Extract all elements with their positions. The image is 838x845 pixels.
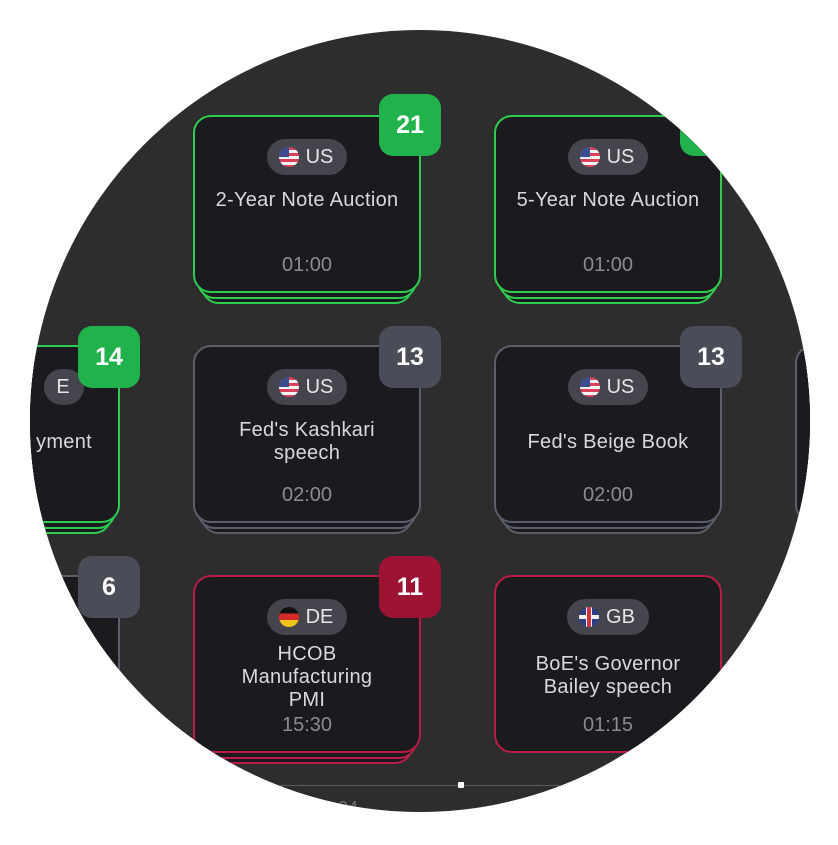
country-chip: GB [567, 599, 649, 635]
country-chip: E [44, 369, 84, 405]
country-chip: US [567, 369, 649, 405]
country-code: US [305, 145, 334, 168]
event-card-boe-bailey[interactable]: GB BoE's Governor Bailey speech 01:15 [494, 575, 722, 753]
impact-badge [680, 94, 742, 156]
event-card-kashkari[interactable]: US Fed's Kashkari speech 02:00 [193, 345, 421, 534]
us-flag-icon [278, 147, 299, 167]
impact-badge: 21 [379, 94, 441, 156]
country-chip: US [266, 139, 348, 175]
impact-badge: 13 [680, 326, 742, 388]
event-time: 01:15 [582, 714, 634, 736]
event-time: 02:00 [582, 484, 634, 506]
partial-date-label: 24 [338, 798, 359, 812]
event-time: 02:00 [281, 484, 333, 506]
event-card-5yr-note[interactable]: US 5-Year Note Auction 01:00 [494, 115, 722, 304]
country-code: US [606, 145, 635, 168]
timeline-marker [458, 782, 464, 788]
event-title: 5-Year Note Auction [516, 189, 700, 211]
calendar-viewport: US 2-Year Note Auction 01:00 21 US 5-Yea… [30, 30, 810, 812]
impact-badge: 14 [78, 326, 140, 388]
event-title: yment [36, 431, 92, 453]
impact-badge: 13 [379, 326, 441, 388]
us-flag-icon [579, 147, 600, 167]
event-card-2yr-note[interactable]: US 2-Year Note Auction 01:00 [193, 115, 421, 304]
gb-flag-icon [579, 607, 600, 627]
country-code: E [56, 375, 70, 398]
country-code: US [305, 375, 334, 398]
event-title: BoE's Governor Bailey speech [535, 653, 681, 698]
country-chip: DE [266, 599, 348, 635]
event-time: 15:30 [281, 714, 333, 736]
event-title: 2-Year Note Auction [215, 189, 399, 211]
de-flag-icon [278, 607, 299, 627]
event-time: 01:00 [281, 254, 333, 276]
country-chip: US [567, 139, 649, 175]
country-code: US [606, 375, 635, 398]
timeline-divider [260, 785, 680, 786]
event-title: Fed's Beige Book [527, 431, 689, 453]
country-chip: US [266, 369, 348, 405]
impact-badge: 6 [78, 556, 140, 618]
impact-badge: 11 [379, 556, 441, 618]
event-title: HCOB Manufacturing PMI [241, 643, 373, 711]
us-flag-icon [579, 377, 600, 397]
us-flag-icon [278, 377, 299, 397]
event-time: 01:00 [582, 254, 634, 276]
event-card-partial-right[interactable] [795, 345, 810, 534]
country-code: DE [305, 605, 334, 628]
event-title: Fed's Kashkari speech [239, 419, 375, 464]
country-code: GB [606, 605, 635, 628]
